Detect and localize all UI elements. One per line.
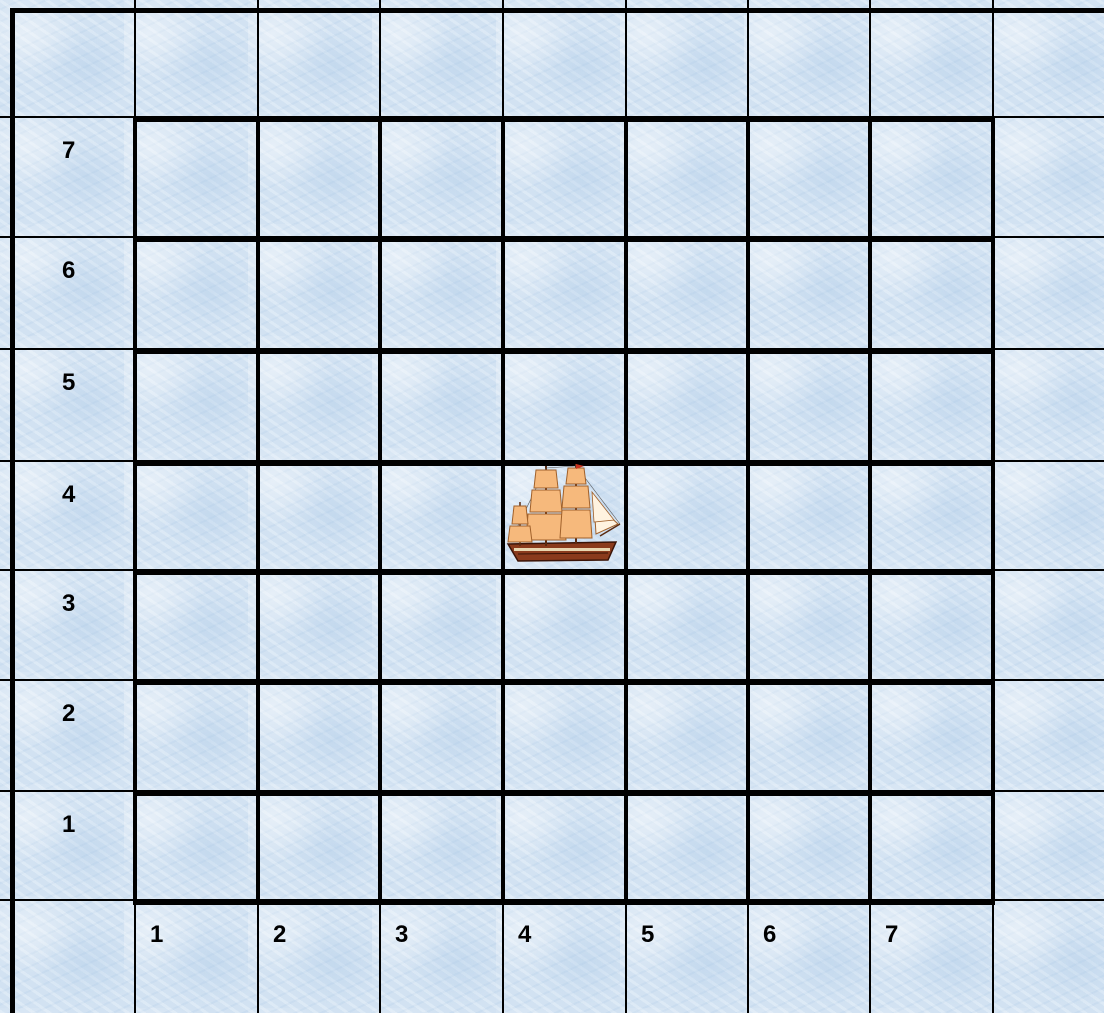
grid-cell-7-6[interactable]: [868, 238, 995, 354]
grid-cell-1-6[interactable]: [133, 238, 260, 354]
column-label: 4: [518, 923, 531, 947]
row-label: 1: [62, 813, 75, 837]
row-label: 4: [62, 483, 75, 507]
grid-cell-7-1[interactable]: [868, 792, 995, 905]
grid-cell-7-3[interactable]: [868, 571, 995, 685]
sailing-ship-icon[interactable]: [504, 462, 622, 570]
grid-cell-2-1[interactable]: [256, 792, 382, 905]
grid-cell-1-4[interactable]: [133, 462, 260, 575]
column-label: 5: [641, 923, 654, 947]
row-label: 7: [62, 139, 75, 163]
grid-cell-4-6[interactable]: [501, 238, 628, 354]
grid-cell-5-3[interactable]: [624, 571, 750, 685]
board-left-edge: [10, 8, 15, 1013]
grid-cell-3-2[interactable]: [378, 681, 505, 796]
board-top-edge: [10, 8, 1104, 13]
grid-cell-5-7[interactable]: [624, 118, 750, 242]
grid-cell-5-6[interactable]: [624, 238, 750, 354]
grid-cell-1-3[interactable]: [133, 571, 260, 685]
grid-cell-7-5[interactable]: [868, 350, 995, 466]
column-label: 2: [273, 923, 286, 947]
grid-cell-2-7[interactable]: [256, 118, 382, 242]
grid-cell-4-2[interactable]: [501, 681, 628, 796]
grid-cell-1-2[interactable]: [133, 681, 260, 796]
column-label: 7: [885, 923, 898, 947]
grid-cell-2-5[interactable]: [256, 350, 382, 466]
row-label: 3: [62, 592, 75, 616]
grid-cell-7-7[interactable]: [868, 118, 995, 242]
grid-cell-6-4[interactable]: [746, 462, 872, 575]
grid-cell-5-5[interactable]: [624, 350, 750, 466]
column-label: 6: [763, 923, 776, 947]
row-label: 2: [62, 702, 75, 726]
grid-cell-4-3[interactable]: [501, 571, 628, 685]
grid-cell-4-7[interactable]: [501, 118, 628, 242]
grid-cell-6-1[interactable]: [746, 792, 872, 905]
grid-cell-3-4[interactable]: [378, 462, 505, 575]
row-label: 6: [62, 259, 75, 283]
column-label: 3: [395, 923, 408, 947]
grid-cell-3-1[interactable]: [378, 792, 505, 905]
grid-cell-6-3[interactable]: [746, 571, 872, 685]
grid-cell-2-6[interactable]: [256, 238, 382, 354]
grid-cell-3-6[interactable]: [378, 238, 505, 354]
grid-cell-7-4[interactable]: [868, 462, 995, 575]
grid-cell-1-5[interactable]: [133, 350, 260, 466]
grid-cell-6-2[interactable]: [746, 681, 872, 796]
grid-cell-2-4[interactable]: [256, 462, 382, 575]
grid-cell-4-1[interactable]: [501, 792, 628, 905]
grid-cell-6-7[interactable]: [746, 118, 872, 242]
grid-cell-5-4[interactable]: [624, 462, 750, 575]
grid-cell-7-2[interactable]: [868, 681, 995, 796]
grid-cell-5-2[interactable]: [624, 681, 750, 796]
grid-cell-3-3[interactable]: [378, 571, 505, 685]
grid-cell-3-5[interactable]: [378, 350, 505, 466]
grid-cell-2-2[interactable]: [256, 681, 382, 796]
grid-cell-1-1[interactable]: [133, 792, 260, 905]
column-label: 1: [150, 923, 163, 947]
grid-cell-5-1[interactable]: [624, 792, 750, 905]
grid-cell-1-7[interactable]: [133, 118, 260, 242]
row-label: 5: [62, 371, 75, 395]
grid-cell-4-5[interactable]: [501, 350, 628, 466]
grid-cell-3-7[interactable]: [378, 118, 505, 242]
grid-cell-2-3[interactable]: [256, 571, 382, 685]
grid-cell-6-6[interactable]: [746, 238, 872, 354]
grid-cell-6-5[interactable]: [746, 350, 872, 466]
